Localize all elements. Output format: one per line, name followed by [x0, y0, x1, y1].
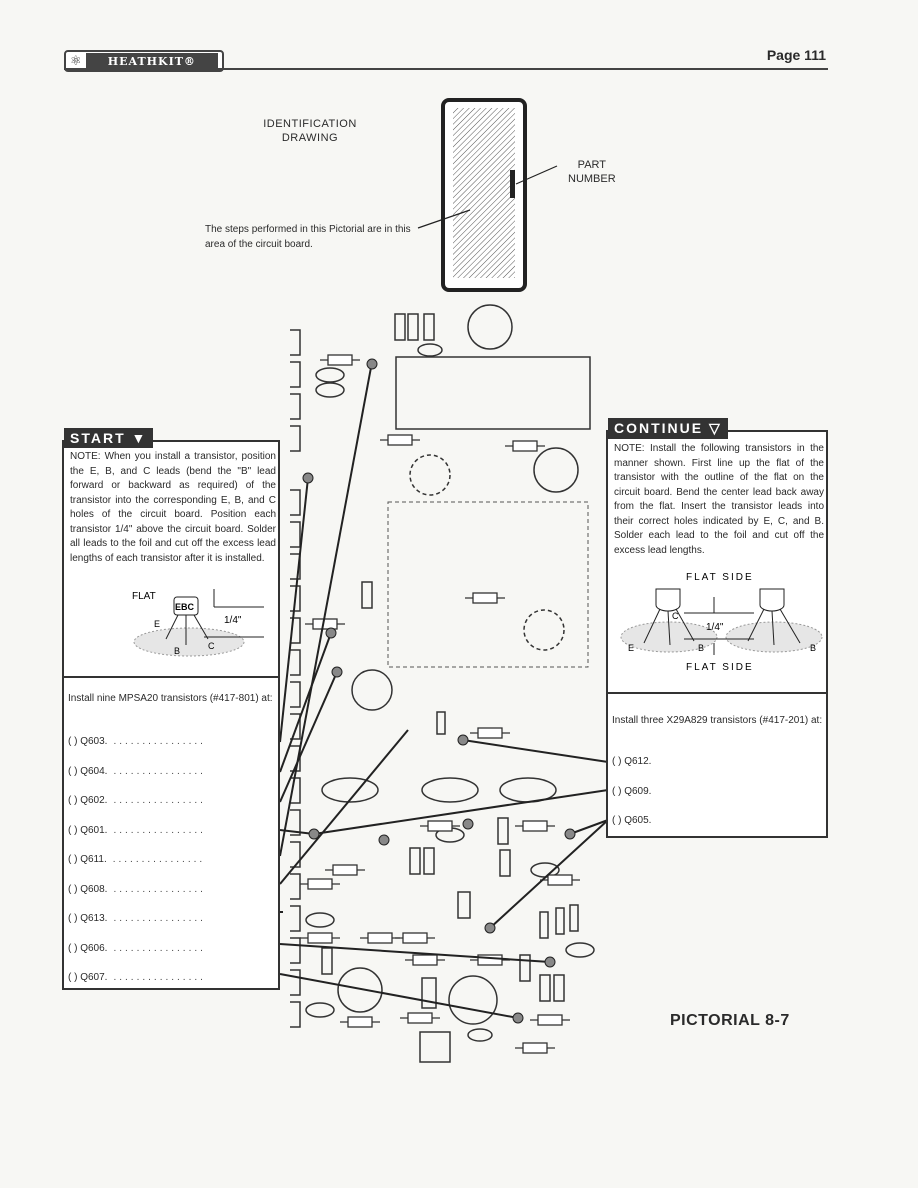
start-checklist-item[interactable]: ( ) Q611................. [68, 854, 278, 884]
start-install-panel: Install nine MPSA20 transistors (#417-80… [62, 676, 280, 990]
start-checklist-item[interactable]: ( ) Q601................. [68, 825, 278, 855]
start-note-panel: START ▼ NOTE: When you install a transis… [62, 428, 280, 692]
leader-dots: ................ [112, 854, 206, 865]
heathkit-logo: ⚛ HEATHKIT® [64, 50, 224, 72]
continue-fig-b2: B [810, 643, 816, 653]
leader-dots: ................ [113, 913, 206, 924]
atom-icon: ⚛ [70, 53, 82, 68]
arrow-down-icon: ▼ [131, 430, 148, 446]
continue-fig-quarter: 1/4" [706, 622, 724, 633]
pictorial-caption: PICTORIAL 8-7 [670, 1012, 790, 1029]
board-edge-connectors [290, 329, 301, 1028]
start-fig-e: E [154, 619, 160, 629]
start-transistor-figure: FLAT EBC 1/4" E B C [132, 589, 264, 657]
identification-title: IDENTIFICATION DRAWING [240, 117, 380, 145]
circuit-components [305, 304, 595, 1063]
part-number-leader [515, 165, 558, 185]
continue-item-label: ( ) Q609. [612, 785, 652, 797]
continue-checklist-item[interactable]: ( ) Q605. [612, 815, 824, 845]
continue-header: CONTINUE ▽ [608, 418, 728, 439]
continue-fig-flat-bottom: FLAT SIDE [686, 662, 754, 673]
start-checklist-item[interactable]: ( ) Q602................. [68, 795, 278, 825]
identification-title-line1: IDENTIFICATION [263, 118, 357, 130]
continue-fig-flat-top: FLAT SIDE [686, 572, 754, 583]
continue-header-text: CONTINUE [614, 420, 704, 436]
identification-board [441, 98, 527, 292]
start-item-label: ( ) Q601. [68, 824, 108, 836]
continue-note-text: NOTE: Install the following transistors … [614, 443, 824, 556]
brand-name: HEATHKIT® [85, 52, 218, 70]
start-header: START ▼ [64, 428, 154, 448]
part-number-label: PART NUMBER [568, 158, 616, 186]
transistor-markers [302, 358, 576, 1024]
resistors [300, 354, 580, 1054]
continue-item-label: ( ) Q605. [612, 815, 652, 826]
start-item-label: ( ) Q602. [68, 795, 108, 806]
start-item-label: ( ) Q613. [68, 913, 108, 924]
ic-outline [395, 356, 591, 430]
continue-fig-e: E [628, 643, 634, 653]
start-checklist-item[interactable]: ( ) Q603................. [68, 736, 278, 766]
part-label-line1: PART [577, 159, 606, 171]
start-item-label: ( ) Q604. [68, 765, 108, 777]
start-item-label: ( ) Q607. [68, 972, 108, 983]
continue-note-panel: CONTINUE ▽ NOTE: Install the following t… [606, 418, 828, 694]
start-checklist-item[interactable]: ( ) Q613................. [68, 913, 278, 943]
start-checklist-item[interactable]: ( ) Q607................. [68, 972, 278, 1002]
continue-checklist-item[interactable]: ( ) Q612. [612, 756, 824, 786]
start-checklist-item[interactable]: ( ) Q604................. [68, 766, 278, 796]
start-checklist-item[interactable]: ( ) Q606................. [68, 943, 278, 973]
start-leader-lines [279, 361, 551, 1019]
leader-dots: ................ [113, 736, 206, 747]
start-fig-c: C [208, 641, 215, 651]
continue-fig-b: B [698, 643, 704, 653]
leader-dots: ................ [113, 765, 206, 777]
start-install-text: Install nine MPSA20 transistors (#417-80… [68, 693, 273, 704]
start-checklist: ( ) Q603.................( ) Q604.......… [68, 736, 278, 1002]
part-label-line2: NUMBER [568, 173, 616, 185]
start-note-text: NOTE: When you install a transistor, pos… [70, 451, 276, 564]
leader-dots: ................ [113, 824, 206, 836]
start-item-label: ( ) Q606. [68, 942, 108, 954]
start-item-label: ( ) Q603. [68, 736, 108, 747]
steps-area-leader [417, 209, 471, 229]
leader-dots: ................ [113, 795, 206, 806]
start-fig-flat: FLAT [132, 591, 156, 602]
start-header-text: START [70, 430, 126, 446]
start-fig-b: B [174, 646, 180, 656]
start-checklist-item[interactable]: ( ) Q608................. [68, 884, 278, 914]
header-rule [64, 68, 828, 70]
start-item-label: ( ) Q608. [68, 883, 108, 895]
continue-item-label: ( ) Q612. [612, 756, 652, 767]
continue-checklist-item[interactable]: ( ) Q609. [612, 786, 824, 816]
continue-install-text: Install three X29A829 transistors (#417-… [612, 715, 823, 726]
continue-checklist: ( ) Q612. ( ) Q609. ( ) Q605. [612, 756, 824, 845]
steps-area-note: The steps performed in this Pictorial ar… [205, 224, 411, 250]
start-fig-quarter: 1/4" [224, 615, 242, 626]
leader-dots: ................ [113, 883, 206, 895]
arrow-outline-icon: ▽ [709, 420, 722, 436]
dashed-area [387, 501, 589, 668]
page-number: Page 111 [766, 47, 826, 63]
identification-title-line2: DRAWING [281, 132, 339, 144]
start-item-label: ( ) Q611. [68, 854, 107, 865]
leader-dots: ................ [113, 972, 206, 983]
continue-transistor-figure: FLAT SIDE FLAT SIDE 1/4" C E B B [620, 572, 823, 673]
start-fig-ebc: EBC [175, 602, 195, 612]
continue-install-panel: Install three X29A829 transistors (#417-… [606, 692, 828, 838]
leader-dots: ................ [113, 942, 206, 954]
continue-leader-lines [313, 739, 609, 929]
continue-fig-c: C [672, 611, 679, 621]
